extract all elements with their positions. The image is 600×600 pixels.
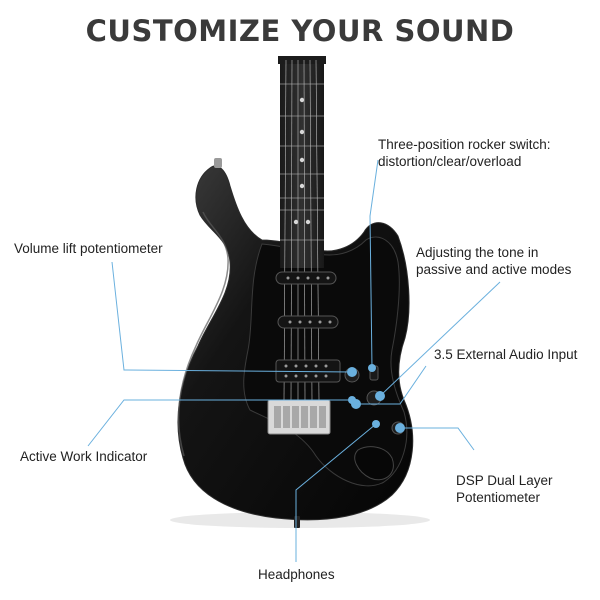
line-headphones — [295, 423, 377, 562]
callout-dsp-line2: Potentiometer — [456, 490, 541, 505]
fret-dot — [299, 129, 305, 135]
line-audio-input — [356, 365, 427, 405]
callout-tone-line2: passive and active modes — [416, 262, 572, 277]
dot-headphones — [372, 420, 380, 428]
strings — [283, 59, 320, 401]
frets — [280, 83, 324, 241]
callout-headphones-line1: Headphones — [258, 567, 335, 582]
middle-pickup — [277, 315, 339, 329]
line-active-indicator — [87, 399, 352, 447]
callout-dsp: DSP Dual Layer Potentiometer — [456, 472, 553, 506]
callout-tone-line1: Adjusting the tone in — [416, 245, 539, 260]
callout-volume-lift: Volume lift potentiometer — [14, 240, 163, 257]
callout-indicator-line1: Active Work Indicator — [20, 449, 148, 464]
line-rocker-switch — [369, 159, 379, 369]
callout-lines — [87, 159, 501, 562]
dot-rocker — [368, 364, 376, 372]
output-jack — [354, 446, 394, 481]
fret-dot — [299, 97, 305, 103]
callout-volume-line1: Volume lift potentiometer — [14, 241, 163, 256]
body-highlight — [177, 211, 229, 457]
neck-pickup — [275, 271, 337, 285]
callout-dsp-line1: DSP Dual Layer — [456, 473, 553, 488]
fret-markers — [293, 97, 311, 225]
callout-tone: Adjusting the tone in passive and active… — [416, 244, 571, 278]
line-volume-lift — [111, 261, 353, 373]
callout-audio-line1: 3.5 External Audio Input — [434, 347, 578, 362]
fret-dot — [299, 183, 305, 189]
bridge-saddles — [274, 406, 326, 428]
fret-dot — [293, 219, 299, 225]
line-tone — [379, 281, 501, 397]
dot-tone — [375, 391, 385, 401]
fret-dot — [299, 157, 305, 163]
callout-dots — [347, 364, 405, 433]
dot-dsp — [395, 423, 405, 433]
callout-rocker-switch: Three-position rocker switch: distortion… — [378, 136, 551, 170]
headstock-edge — [278, 56, 326, 64]
page-title: CUSTOMIZE YOUR SOUND — [85, 14, 515, 48]
callout-active-indicator: Active Work Indicator — [20, 448, 147, 465]
callout-rocker-line2: distortion/clear/overload — [378, 154, 522, 169]
callout-headphones: Headphones — [258, 566, 335, 583]
dot-indicator — [348, 396, 356, 404]
strap-button — [294, 516, 300, 528]
line-dsp — [400, 427, 475, 451]
callout-rocker-line1: Three-position rocker switch: — [378, 137, 551, 152]
pickup-poles — [284, 276, 332, 378]
tuner-peg — [214, 158, 222, 168]
dot-volume — [347, 367, 357, 377]
callout-audio-input: 3.5 External Audio Input — [434, 346, 577, 363]
fret-dot — [305, 219, 311, 225]
